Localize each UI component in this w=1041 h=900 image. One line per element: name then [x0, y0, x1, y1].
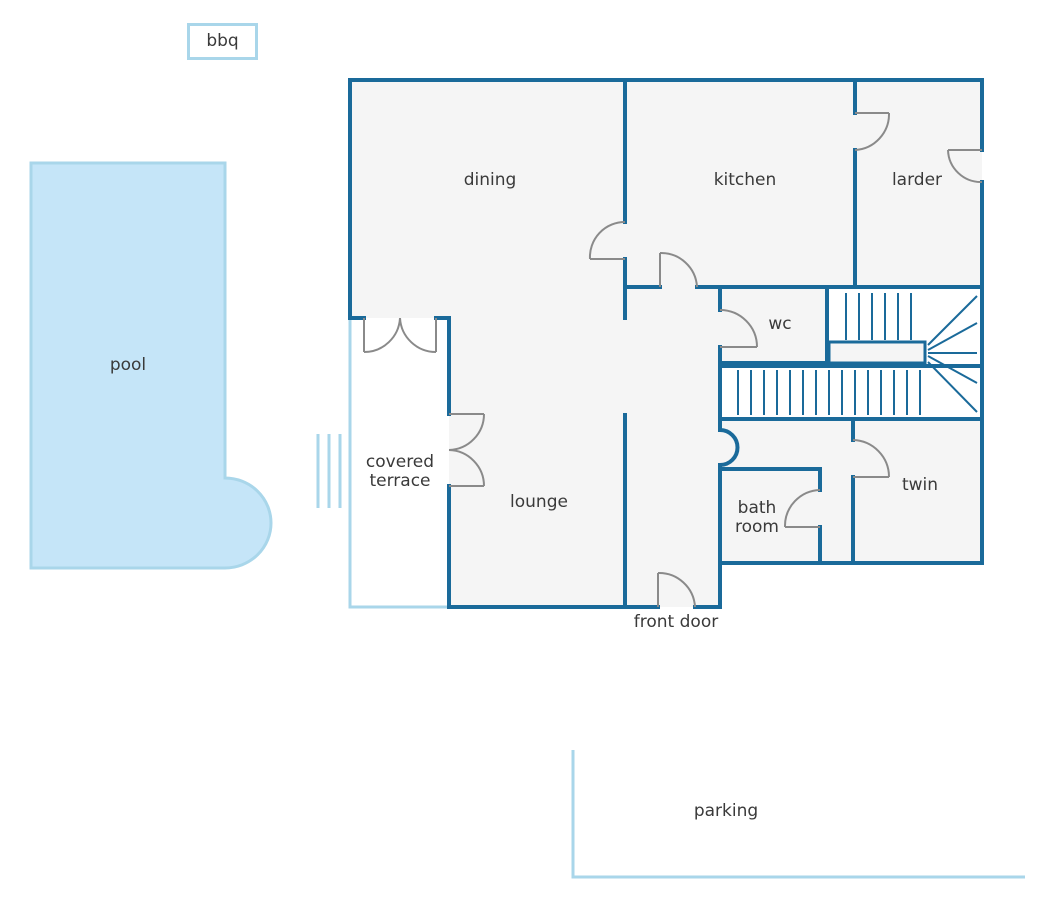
label-bath-line2: room: [735, 517, 779, 537]
label-covered-terrace: covered terrace: [355, 453, 445, 491]
label-covered-line2: terrace: [369, 471, 431, 491]
label-dining: dining: [463, 170, 517, 190]
doors: [363, 112, 983, 608]
label-covered-line1: covered: [365, 452, 435, 472]
house-floor: [350, 80, 982, 607]
label-bath-room: bath room: [726, 499, 788, 537]
label-kitchen: kitchen: [713, 170, 777, 190]
label-larder: larder: [891, 170, 943, 190]
label-bath-line1: bath: [737, 498, 777, 518]
bbq-box: [187, 23, 258, 60]
stair-treads: [737, 293, 978, 415]
label-front-door: front door: [633, 612, 719, 632]
label-bbq: bbq: [206, 31, 239, 51]
label-pool: pool: [109, 355, 147, 375]
hall-arch: [719, 428, 740, 467]
walls: [348, 78, 984, 609]
label-lounge: lounge: [510, 492, 568, 512]
label-parking: parking: [693, 801, 759, 821]
terrace-steps: [316, 434, 342, 508]
label-twin: twin: [901, 475, 939, 495]
covered-terrace-outline: [348, 318, 449, 609]
parking-outline: [571, 750, 1025, 879]
label-wc: wc: [768, 314, 792, 334]
pool-shape: [29, 161, 273, 570]
